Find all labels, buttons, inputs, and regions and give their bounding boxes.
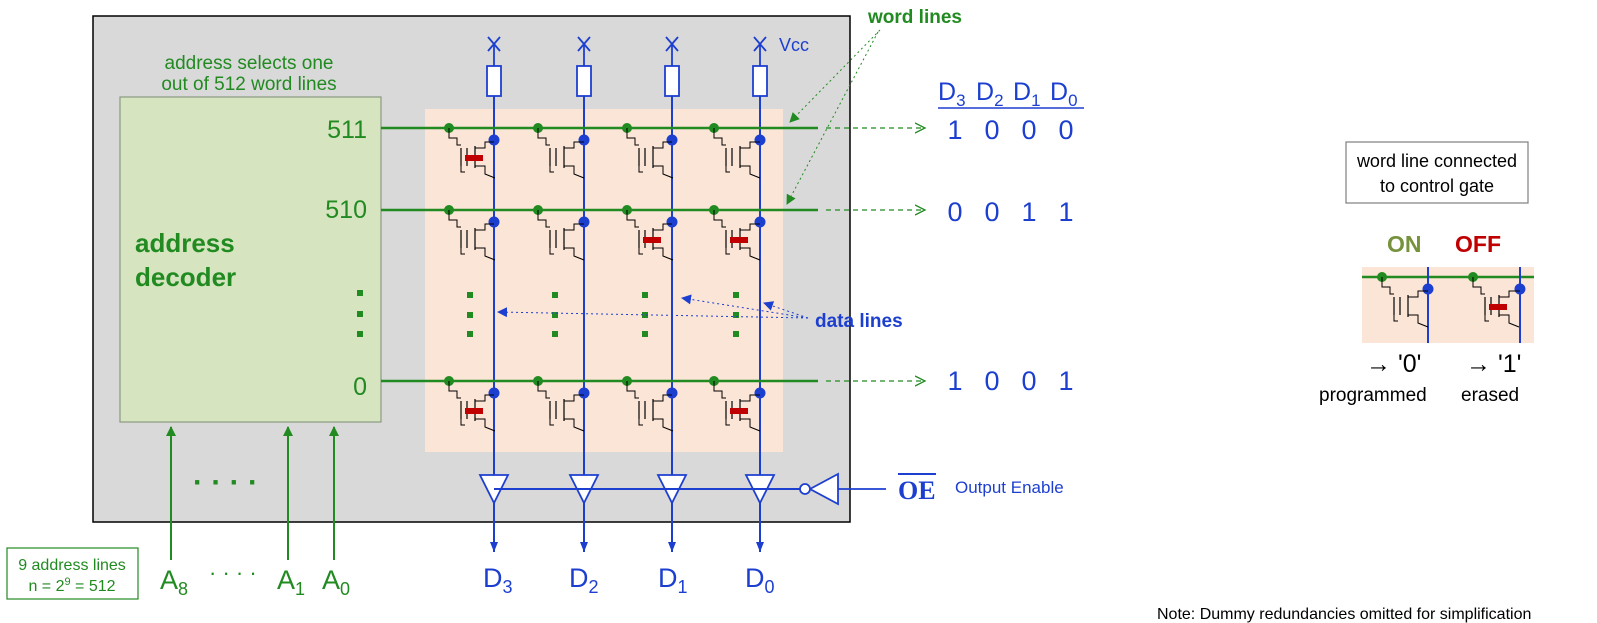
array-dots [467, 292, 739, 337]
bit-r2-c3: 1 [1058, 366, 1073, 396]
bit-r1-c3: 1 [1058, 197, 1073, 227]
legend-programmed: programmed [1319, 385, 1427, 406]
address-selects-line-1: address selects one [165, 53, 334, 74]
memory-cell-r0-c0 [444, 123, 500, 179]
legend-arrow-0: → '0' [1366, 350, 1421, 378]
output-header: D3 D2 D1 D0 [938, 78, 1084, 110]
memory-cell-r0-c3 [709, 123, 766, 179]
output-lines [490, 488, 800, 552]
vcc-label: Vcc [779, 35, 809, 55]
legend-on: ON [1387, 231, 1422, 257]
address-a1: A1 [277, 565, 305, 599]
address-input-arrows [166, 426, 339, 560]
memory-cell-r2-c1 [533, 376, 590, 432]
decoder-label-2: decoder [135, 262, 236, 292]
address-mid-dots: · · · · [193, 466, 258, 499]
address-decoder-box [119, 96, 382, 423]
header-d0: D0 [1050, 78, 1078, 110]
decoder-dots [357, 290, 363, 337]
header-d3: D3 [938, 78, 966, 110]
oe-inverter [799, 472, 886, 506]
memory-cell-r2-c3 [709, 376, 766, 432]
row-label-511: 511 [327, 116, 367, 144]
output-d3: D3 [483, 563, 513, 597]
legend-off: OFF [1455, 231, 1501, 257]
memory-cell-r2-c2 [622, 376, 678, 432]
address-bottom-dots: · · · · [209, 560, 257, 585]
address-a8: A8 [160, 565, 188, 599]
legend-cell-bg [1362, 267, 1534, 343]
decoder-label-1: address [135, 228, 235, 258]
word-lines-pointers [786, 29, 881, 205]
legend-erased: erased [1461, 385, 1519, 406]
address-lines-text-1: 9 address lines [18, 557, 126, 574]
memory-cell-r1-c2 [622, 205, 678, 261]
legend-cell-on [1377, 272, 1434, 328]
address-lines-box [6, 547, 139, 600]
legend-arrow-1: → '1' [1466, 350, 1521, 378]
address-a0: A0 [322, 565, 350, 599]
bit-r0-c2: 0 [1021, 115, 1036, 145]
legend-box [1345, 141, 1529, 204]
address-lines-text-2: n = 29 = 512 [28, 576, 115, 595]
word-lines-label: word lines [867, 7, 962, 28]
data-lines-label: data lines [815, 311, 903, 332]
memory-cell-r1-c3 [709, 205, 766, 261]
row-label-510: 510 [325, 196, 367, 224]
bit-r1-c1: 0 [984, 197, 999, 227]
header-d2: D2 [976, 78, 1004, 110]
footnote: Note: Dummy redundancies omitted for sim… [1157, 606, 1531, 623]
row-label-0: 0 [353, 373, 367, 401]
pullup-resistors [486, 36, 768, 97]
output-d2: D2 [569, 563, 599, 597]
data-lines-pointers [497, 294, 809, 319]
output-d1: D1 [658, 563, 688, 597]
bit-r1-c0: 0 [947, 197, 962, 227]
bit-r0-c0: 1 [947, 115, 962, 145]
bit-r0-c1: 0 [984, 115, 999, 145]
bit-r0-c3: 0 [1058, 115, 1073, 145]
legend-cell-off [1468, 272, 1526, 328]
output-d0: D0 [745, 563, 775, 597]
legend-cells [1377, 272, 1526, 328]
memory-cell-r2-c0 [444, 376, 500, 432]
data-lines [493, 96, 761, 475]
legend-text-1: word line connected [1356, 151, 1517, 171]
memory-cell-r1-c0 [444, 205, 500, 261]
bit-r1-c2: 1 [1021, 197, 1036, 227]
bit-r2-c0: 1 [947, 366, 962, 396]
memory-cell-r0-c1 [533, 123, 590, 179]
memory-cells [444, 123, 766, 432]
output-enable-label: Output Enable [955, 478, 1064, 497]
oe-label: OE [898, 476, 936, 505]
word-line-arrows [826, 128, 925, 381]
bit-r2-c1: 0 [984, 366, 999, 396]
memory-cell-r0-c2 [622, 123, 678, 179]
memory-cell-r1-c1 [533, 205, 590, 261]
bit-r2-c2: 0 [1021, 366, 1036, 396]
legend-text-2: to control gate [1380, 176, 1494, 196]
address-selects-line-2: out of 512 word lines [161, 74, 336, 95]
header-d1: D1 [1013, 78, 1041, 110]
